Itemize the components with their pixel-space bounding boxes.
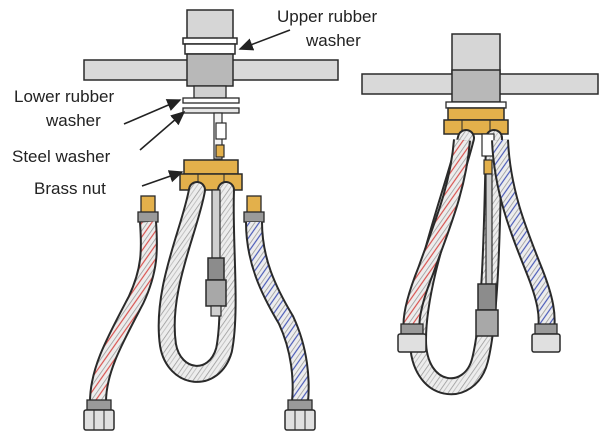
label-lower-rubber-washer-1: Lower rubber xyxy=(14,87,115,106)
steel-washer xyxy=(182,107,240,114)
lower-rubber-washer xyxy=(182,97,240,104)
faucet-body-right xyxy=(451,33,501,75)
upper-rubber-washer xyxy=(184,43,236,55)
arrow-steel-washer xyxy=(139,110,186,151)
cold-supply-hose-left xyxy=(243,195,316,431)
label-upper-rubber-washer-1: Upper rubber xyxy=(277,7,378,26)
hex-fitting xyxy=(531,333,561,353)
hex-fitting xyxy=(397,333,427,353)
arrow-lower-washer xyxy=(123,99,182,125)
arrow-upper-washer xyxy=(238,29,291,51)
label-steel-washer: Steel washer xyxy=(12,147,111,166)
label-lower-rubber-washer-2: washer xyxy=(45,111,101,130)
arrow-brass-nut xyxy=(141,170,184,187)
quick-connector xyxy=(207,257,225,281)
hex-fitting xyxy=(83,409,115,431)
right-assembly xyxy=(361,33,599,396)
hot-supply-hose-left xyxy=(83,195,159,431)
label-upper-rubber-washer-2: washer xyxy=(305,31,361,50)
left-assembly: Upper rubber washer Lower rubber washer … xyxy=(12,7,378,431)
label-brass-nut: Brass nut xyxy=(34,179,106,198)
faucet-body-left xyxy=(186,9,234,41)
hex-fitting xyxy=(284,409,316,431)
